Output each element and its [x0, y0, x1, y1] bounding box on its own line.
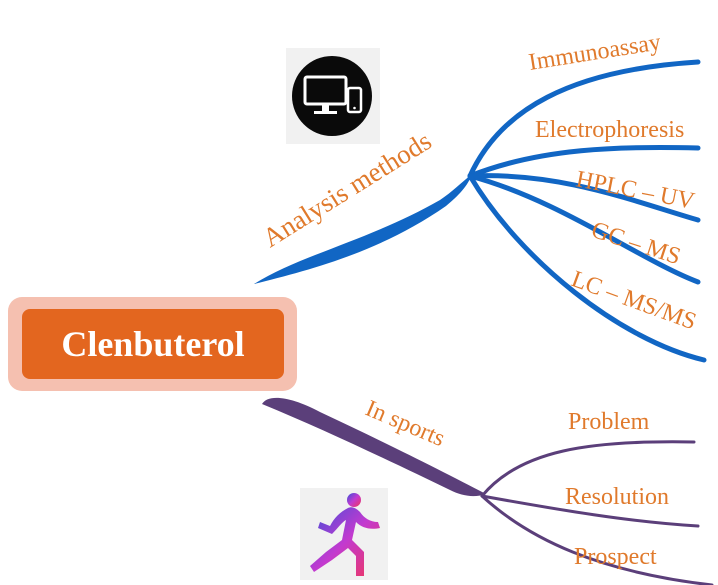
leaf-gc-ms: GC – MS [588, 217, 684, 270]
branch-label-analysis-methods: Analysis methods [257, 126, 436, 254]
sprinter-icon [300, 488, 388, 580]
leaf-electrophoresis: Electrophoresis [535, 117, 684, 143]
branch-analysis-trunk [254, 174, 472, 284]
leaf-problem: Problem [568, 409, 650, 435]
branch-line-electrophoresis [467, 144, 701, 179]
branch-in-sports: In sports Problem Resolution Prospect [262, 396, 714, 585]
leaf-resolution: Resolution [565, 484, 669, 510]
branch-line-gc-ms [467, 173, 701, 285]
central-node: Clenbuterol [22, 309, 284, 379]
central-node-label: Clenbuterol [61, 324, 245, 364]
branch-line-resolution [480, 494, 700, 528]
branch-line-immunoassay [467, 59, 701, 179]
computer-devices-icon [286, 48, 380, 144]
branch-sports-trunk [262, 397, 486, 497]
leaf-prospect: Prospect [574, 544, 657, 570]
branch-line-lc-ms-ms [467, 173, 707, 363]
branch-line-hplc-uv [467, 173, 701, 223]
branch-line-prospect [480, 494, 714, 585]
branch-line-problem [480, 440, 696, 498]
leaf-hplc-uv: HPLC – UV [574, 166, 697, 215]
